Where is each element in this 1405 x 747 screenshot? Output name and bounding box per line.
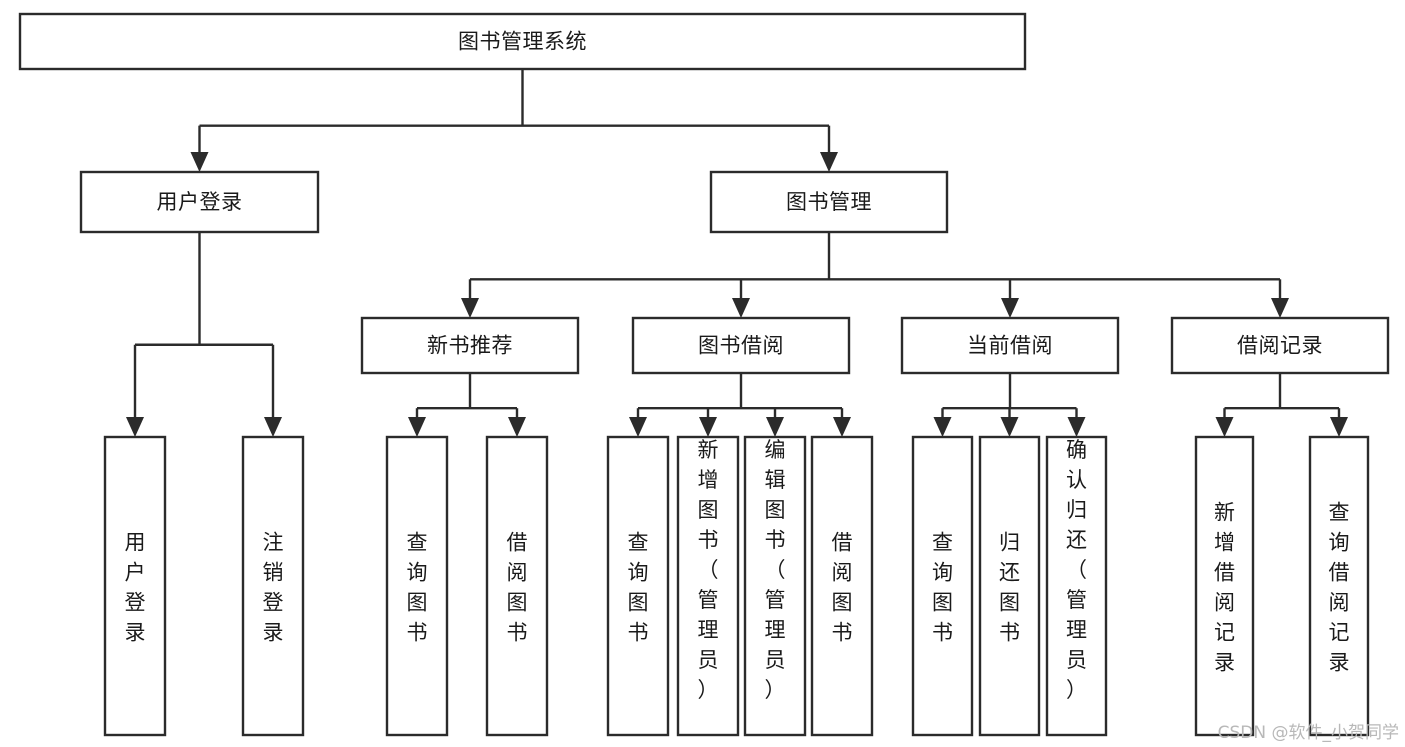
edge-group-book-manage: [461, 232, 1289, 318]
leaf-leaf-user-login-box: [103, 435, 167, 737]
leaf-leaf-query-book-cb-label: 查询图书: [932, 530, 953, 644]
leaf-leaf-confirm-return-label: 确认归还（管理员）: [1066, 438, 1087, 702]
leaf-leaf-query-book-bb-label: 查询图书: [628, 530, 649, 644]
leaf-leaf-query-book-cb-box: [911, 435, 974, 737]
leaf-leaf-edit-book-box: [743, 435, 807, 737]
arrow-head-icon: [1001, 298, 1019, 318]
edge-group-book-borrow: [629, 373, 851, 437]
edge-group-borrow-record: [1215, 373, 1348, 437]
leaf-leaf-borrow-book-bb[interactable]: 借阅图书: [810, 435, 874, 737]
node-current-borrow-box: [900, 316, 1120, 375]
arrow-head-icon: [408, 417, 426, 437]
node-book-manage-label: 图书管理: [786, 190, 872, 214]
leaf-leaf-user-logout-label: 注销登录: [263, 530, 284, 644]
leaf-leaf-borrow-book-rec-label: 借阅图书: [507, 530, 528, 644]
leaf-leaf-user-login-label: 用户登录: [125, 530, 146, 644]
leaf-leaf-add-record[interactable]: 新增借阅记录: [1194, 435, 1255, 737]
arrow-head-icon: [508, 417, 526, 437]
node-book-manage[interactable]: 图书管理: [709, 170, 949, 234]
leaf-leaf-query-book-bb[interactable]: 查询图书: [606, 435, 670, 737]
leaf-leaf-query-record-label: 查询借阅记录: [1329, 500, 1350, 674]
arrow-head-icon: [766, 417, 784, 437]
arrow-head-icon: [126, 417, 144, 437]
arrow-head-icon: [1330, 417, 1348, 437]
node-new-book-rec-box: [360, 316, 580, 375]
arrow-head-icon: [1000, 417, 1019, 437]
leaf-leaf-query-book-rec[interactable]: 查询图书: [385, 435, 449, 737]
leaf-leaf-query-book-rec-label: 查询图书: [407, 530, 428, 644]
arrow-head-icon: [1215, 417, 1234, 437]
node-user-login-box: [79, 170, 320, 234]
leaf-leaf-borrow-book-bb-box: [810, 435, 874, 737]
leaf-leaf-add-book-label: 新增图书（管理员）: [698, 438, 719, 702]
arrow-head-icon: [264, 417, 282, 437]
node-new-book-rec-label: 新书推荐: [427, 334, 513, 358]
leaf-leaf-confirm-return[interactable]: 确认归还（管理员）: [1045, 435, 1108, 737]
arrow-head-icon: [1067, 417, 1086, 437]
leaf-leaf-borrow-book-rec-box: [485, 435, 549, 737]
leaf-leaf-edit-book-label: 编辑图书（管理员）: [765, 438, 786, 702]
leaf-leaf-add-record-label: 新增借阅记录: [1214, 500, 1235, 674]
leaf-leaf-query-record-box: [1308, 435, 1370, 737]
leaf-leaf-query-book-rec-box: [385, 435, 449, 737]
node-current-borrow[interactable]: 当前借阅: [900, 316, 1120, 375]
leaf-leaf-user-login[interactable]: 用户登录: [103, 435, 167, 737]
edge-group-current-borrow: [933, 373, 1086, 437]
arrow-head-icon: [190, 152, 209, 172]
leaf-leaf-user-logout-box: [241, 435, 305, 737]
leaf-leaf-query-book-bb-box: [606, 435, 670, 737]
leaf-leaf-add-book-box: [676, 435, 740, 737]
arrow-head-icon: [629, 417, 647, 437]
leaf-leaf-query-record[interactable]: 查询借阅记录: [1308, 435, 1370, 737]
leaf-leaf-user-logout[interactable]: 注销登录: [241, 435, 305, 737]
leaf-leaf-add-book[interactable]: 新增图书（管理员）: [676, 435, 740, 737]
arrow-head-icon: [820, 152, 838, 172]
node-root-box: [18, 12, 1027, 71]
node-borrow-record-label: 借阅记录: [1237, 334, 1323, 358]
leaf-leaf-confirm-return-box: [1045, 435, 1108, 737]
edge-group-new-book-rec: [408, 373, 526, 437]
node-book-borrow[interactable]: 图书借阅: [631, 316, 851, 375]
leaf-leaf-borrow-book-bb-label: 借阅图书: [832, 530, 853, 644]
leaf-leaf-return-book-box: [978, 435, 1041, 737]
leaf-leaf-edit-book[interactable]: 编辑图书（管理员）: [743, 435, 807, 737]
node-book-borrow-label: 图书借阅: [698, 334, 784, 358]
arrow-head-icon: [732, 298, 750, 318]
node-user-login[interactable]: 用户登录: [79, 170, 320, 234]
arrow-head-icon: [833, 417, 851, 437]
nodes-layer: 图书管理系统用户登录图书管理新书推荐图书借阅当前借阅借阅记录用户登录注销登录查询…: [18, 12, 1390, 737]
edge-group-root: [190, 69, 838, 172]
node-book-manage-box: [709, 170, 949, 234]
connectors-layer: [126, 69, 1348, 437]
arrow-head-icon: [461, 298, 479, 318]
leaf-leaf-borrow-book-rec[interactable]: 借阅图书: [485, 435, 549, 737]
arrow-head-icon: [933, 417, 952, 437]
node-root[interactable]: 图书管理系统: [18, 12, 1027, 71]
node-borrow-record-box: [1170, 316, 1390, 375]
node-root-label: 图书管理系统: [458, 30, 587, 54]
leaf-leaf-add-record-box: [1194, 435, 1255, 737]
node-borrow-record[interactable]: 借阅记录: [1170, 316, 1390, 375]
arrow-head-icon: [1271, 298, 1289, 318]
leaf-leaf-query-book-cb[interactable]: 查询图书: [911, 435, 974, 737]
node-current-borrow-label: 当前借阅: [967, 334, 1053, 358]
leaf-leaf-return-book[interactable]: 归还图书: [978, 435, 1041, 737]
arrow-head-icon: [699, 417, 717, 437]
node-user-login-label: 用户登录: [157, 190, 243, 214]
edge-group-user-login: [126, 232, 282, 437]
node-new-book-rec[interactable]: 新书推荐: [360, 316, 580, 375]
node-book-borrow-box: [631, 316, 851, 375]
leaf-leaf-return-book-label: 归还图书: [999, 530, 1020, 644]
